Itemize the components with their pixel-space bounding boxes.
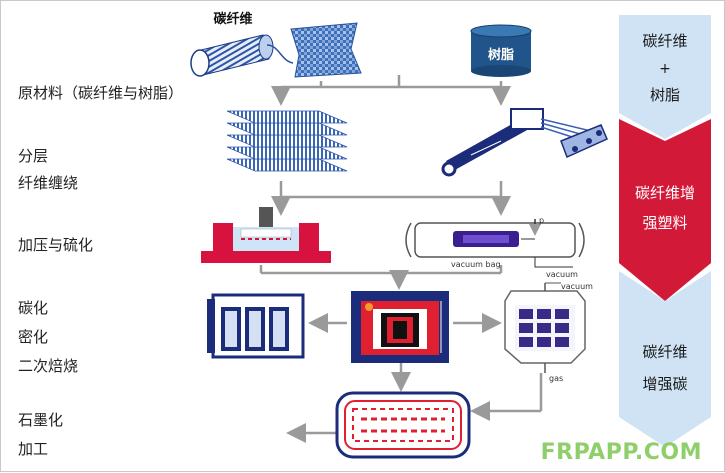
stage2-line2: 强塑料 [642,214,687,232]
densification-furnace-icon [351,291,449,363]
cvd-furnace-icon [504,282,586,373]
step-winding: 纤维缠绕 [18,174,79,192]
flow-connectors [259,75,543,443]
step-layering: 分层 [18,147,49,165]
step-graphitize: 石墨化 [18,411,64,429]
step-machining: 加工 [18,440,49,458]
vacuum-bag-autoclave-icon [405,219,585,268]
stage-arrow-column [619,15,711,447]
label-resin: 树脂 [488,47,514,63]
stage1-line1: 碳纤维 [642,32,687,50]
label-carbon-fiber: 碳纤维 [213,11,252,27]
step-carbonize: 碳化 [18,299,49,317]
stage3-line1: 碳纤维 [642,343,687,361]
stage-arrow-light-top [619,15,711,139]
label-p: p [539,216,544,225]
fiber-roll-icon [190,34,294,77]
hot-press-icon [201,207,331,263]
label-vacuum: vacuum [546,270,578,279]
label-vacuum-cvd: vacuum [561,282,593,291]
label-vacuum-bag: vacuum bag [451,260,501,269]
step-press-cure: 加压与硫化 [18,236,94,254]
graphitization-furnace-icon [335,391,471,459]
stage-arrow-red [619,119,711,301]
step-second-bake: 二次焙烧 [18,357,79,375]
fiber-fabric-icon [290,22,362,78]
carbonization-furnace-icon [207,293,305,359]
stage-arrow-light-bottom [619,271,711,447]
stage1-plus: + [659,61,671,77]
watermark: FRPAPP.COM [540,440,702,465]
filament-winding-icon [441,108,608,177]
step-raw-materials: 原材料（碳纤维与树脂） [18,84,184,102]
label-gas: gas [549,374,563,383]
prepreg-layers-icon [226,110,348,172]
resin-drum-icon [470,24,532,77]
stage1-line2: 树脂 [650,86,680,104]
stage3-line2: 增强碳 [642,375,687,393]
stage2-line1: 碳纤维增 [635,184,695,202]
step-densify: 密化 [18,328,49,346]
